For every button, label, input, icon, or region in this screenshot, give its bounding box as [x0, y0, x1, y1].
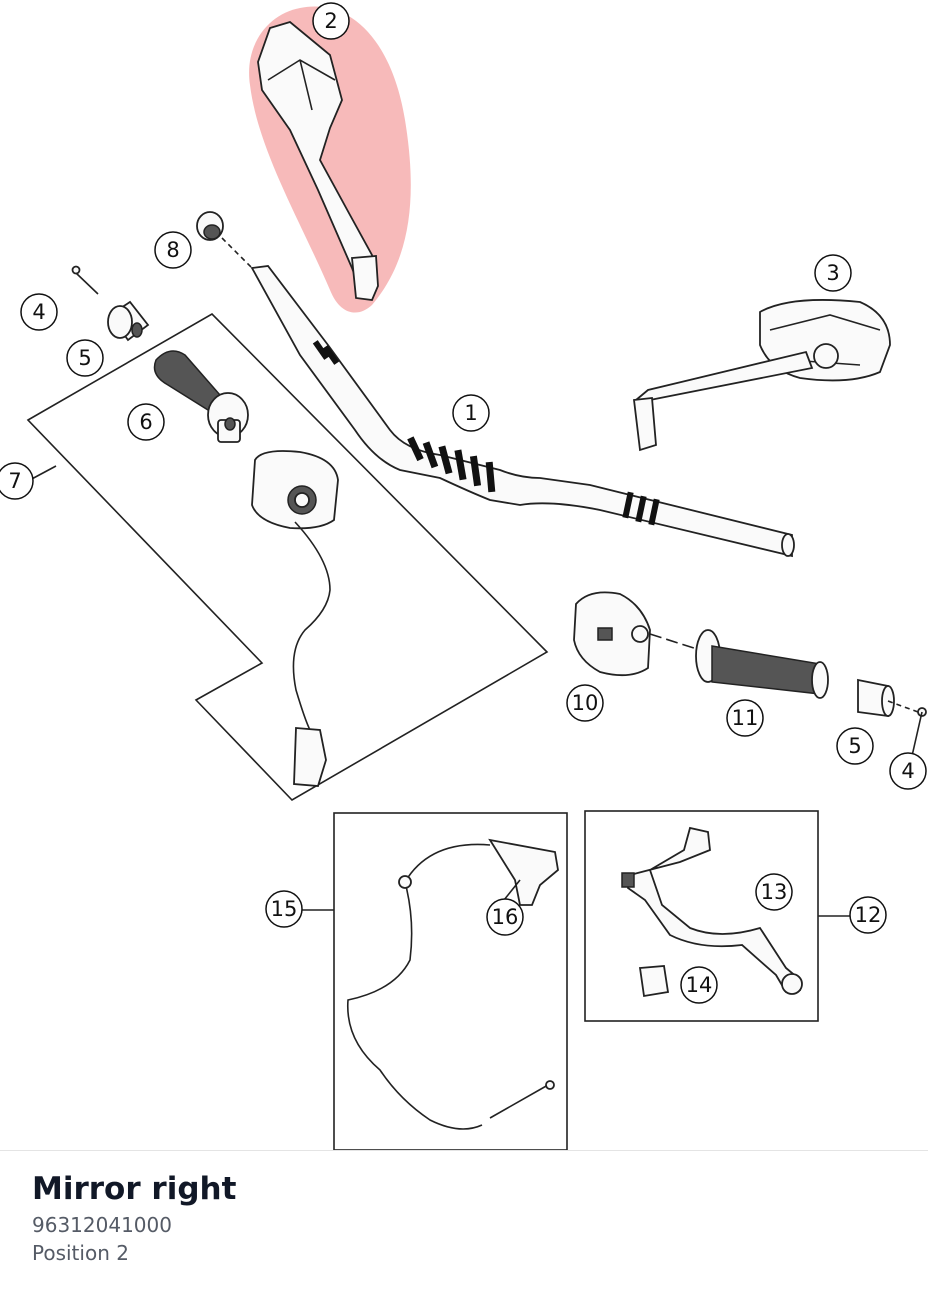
left-switch-assembly[interactable]: [251, 450, 339, 787]
svg-text:15: 15: [271, 897, 298, 921]
callout-5-right[interactable]: 5: [836, 727, 874, 765]
part-name: Mirror right: [32, 1171, 237, 1207]
callout-5-left[interactable]: 5: [66, 339, 104, 377]
svg-text:12: 12: [855, 903, 882, 927]
svg-text:14: 14: [686, 973, 713, 997]
svg-text:4: 4: [32, 300, 45, 324]
svg-text:11: 11: [732, 706, 759, 730]
throttle-grip-11[interactable]: [695, 629, 829, 699]
part-number: 96312041000: [32, 1213, 172, 1237]
callout-15[interactable]: 15: [265, 890, 303, 928]
callout-4-left[interactable]: 4: [20, 293, 58, 331]
svg-text:2: 2: [324, 9, 337, 33]
callout-14[interactable]: 14: [680, 966, 718, 1004]
clutch-cable-box-15[interactable]: [333, 812, 568, 1150]
handlebar[interactable]: [250, 265, 795, 558]
callout-7[interactable]: 7: [0, 462, 34, 500]
left-controls-group-frame: [26, 312, 549, 802]
svg-text:6: 6: [139, 410, 152, 434]
svg-text:3: 3: [826, 261, 839, 285]
svg-text:10: 10: [572, 691, 599, 715]
mirror-left[interactable]: [632, 299, 891, 452]
callout-12[interactable]: 12: [849, 896, 887, 934]
right-switch-assembly-10[interactable]: [573, 591, 701, 677]
callout-13[interactable]: 13: [755, 873, 793, 911]
svg-text:1: 1: [464, 401, 477, 425]
bar-end-weight-5-left[interactable]: [107, 300, 150, 342]
svg-text:8: 8: [166, 238, 179, 262]
svg-text:4: 4: [901, 759, 914, 783]
callout-6[interactable]: 6: [127, 403, 165, 441]
callout-16[interactable]: 16: [486, 898, 524, 936]
callout-11[interactable]: 11: [726, 699, 764, 737]
callout-1[interactable]: 1: [452, 394, 490, 432]
highlighted-part-mirror-right[interactable]: [249, 6, 411, 313]
part-position: Position 2: [32, 1241, 129, 1265]
callout-8[interactable]: 8: [154, 231, 192, 269]
bar-end-weight-5-right[interactable]: [857, 678, 927, 757]
svg-text:5: 5: [848, 734, 861, 758]
callout-4-right[interactable]: 4: [889, 752, 927, 790]
grip-6-left[interactable]: [153, 350, 249, 443]
callout-10[interactable]: 10: [566, 684, 604, 722]
callout-3[interactable]: 3: [814, 254, 852, 292]
exploded-parts-diagram: 2 8 4 5 6 7 1 3 10 11 5 4 15 16 13 12 14: [0, 2, 927, 1150]
part-info-panel: Mirror right 96312041000 Position 2: [0, 1150, 928, 1291]
svg-text:13: 13: [761, 880, 788, 904]
callout-2[interactable]: 2: [312, 2, 350, 40]
svg-text:7: 7: [8, 469, 21, 493]
svg-text:16: 16: [492, 905, 519, 929]
bar-end-cap-8[interactable]: [196, 211, 253, 269]
svg-text:5: 5: [78, 346, 91, 370]
bolt-4-left[interactable]: [71, 265, 99, 295]
